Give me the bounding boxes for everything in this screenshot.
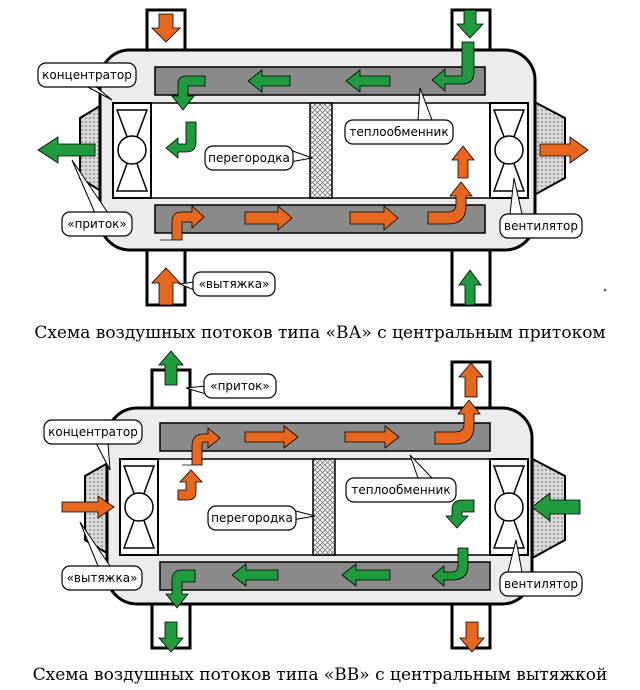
diagram-bb: «приток» концентратор теплообменник пере… bbox=[33, 350, 608, 685]
label-exhaust: «вытяжка» bbox=[199, 277, 270, 291]
arrow-top-bend-warm bbox=[182, 427, 221, 466]
label-partition: перегородка bbox=[211, 511, 293, 525]
label-concentrator: концентратор bbox=[42, 68, 132, 82]
label-partition: перегородка bbox=[208, 151, 290, 165]
arrow-up-warm-bottom bbox=[151, 267, 181, 306]
label-inflow: «приток» bbox=[67, 217, 127, 231]
callout-fan: вентилятор bbox=[499, 177, 583, 239]
label-fan: вентилятор bbox=[504, 219, 578, 233]
fan-right bbox=[489, 458, 529, 556]
arrow-right-warm-1 bbox=[244, 425, 299, 449]
arrow-top-bend-cold bbox=[431, 41, 475, 92]
arrow-left-cold-2 bbox=[231, 563, 279, 587]
arrow-in-right-cold bbox=[531, 492, 581, 522]
callout-inflow: «приток» bbox=[61, 159, 133, 237]
arrow-inner-curve-cold bbox=[445, 499, 475, 529]
arrow-down-cold bbox=[456, 9, 484, 39]
label-concentrator: концентратор bbox=[48, 425, 138, 439]
arrow-left-cold-2 bbox=[247, 69, 291, 93]
channel-top bbox=[154, 66, 486, 96]
arrow-down-cold-bottom bbox=[158, 621, 184, 653]
partition bbox=[309, 102, 333, 199]
arrow-left-cold-1 bbox=[345, 69, 391, 93]
callout-heat-exchanger: теплообменник bbox=[344, 87, 454, 145]
arrow-inner-up-warm bbox=[177, 469, 203, 501]
arrow-down-warm bbox=[151, 13, 181, 43]
fan-right bbox=[489, 102, 529, 199]
arrow-up-cold-top bbox=[158, 350, 184, 386]
arrow-up-cold-bottom bbox=[458, 269, 482, 306]
caption-bb: Схема воздушных потоков типа «ВВ» с цент… bbox=[33, 665, 608, 685]
arrow-right-warm-2 bbox=[344, 425, 400, 449]
callout-exhaust: «вытяжка» bbox=[61, 521, 143, 591]
callout-partition: перегородка bbox=[204, 145, 314, 171]
fan-left bbox=[112, 102, 152, 199]
arrow-right-warm-1 bbox=[244, 205, 293, 231]
arrow-inner-up-warm bbox=[451, 145, 475, 179]
caption-ba: Схема воздушных потоков типа «ВА» с цент… bbox=[34, 323, 605, 343]
arrow-left-down-cold bbox=[165, 569, 196, 609]
arrow-right-warm-2 bbox=[349, 205, 399, 231]
label-heat-exchanger: теплообменник bbox=[351, 483, 450, 497]
arrow-bottom-bend-warm bbox=[160, 205, 205, 241]
arrow-down-warm-bottom bbox=[459, 621, 485, 653]
partition bbox=[312, 458, 336, 556]
callout-inflow: «приток» bbox=[185, 373, 277, 399]
callout-concentrator: концентратор bbox=[43, 419, 143, 471]
label-inflow: «приток» bbox=[210, 379, 270, 393]
arrow-right-up-warm bbox=[427, 181, 473, 225]
callout-heat-exchanger: теплообменник bbox=[345, 454, 457, 503]
label-heat-exchanger: теплообменник bbox=[349, 125, 448, 139]
fan-left bbox=[119, 458, 159, 556]
arrow-out-right-warm bbox=[539, 136, 589, 164]
arrow-left-down-cold bbox=[171, 75, 206, 111]
callout-partition: перегородка bbox=[207, 505, 316, 531]
label-fan: вентилятор bbox=[504, 577, 578, 591]
arrow-inner-curve-cold bbox=[165, 121, 197, 159]
arrow-left-cold-1 bbox=[341, 563, 391, 587]
arrow-in-left-warm bbox=[61, 495, 115, 519]
callout-exhaust: «вытяжка» bbox=[178, 271, 276, 297]
arrow-right-up-warm bbox=[434, 399, 481, 445]
arrow-out-left-cold bbox=[37, 136, 96, 164]
callout-concentrator: концентратор bbox=[37, 62, 137, 101]
arrow-up-warm-top bbox=[458, 362, 484, 398]
arrow-bottom-bend-cold bbox=[431, 547, 469, 587]
label-exhaust: «вытяжка» bbox=[67, 571, 138, 585]
callout-fan: вентилятор bbox=[499, 539, 583, 597]
diagram-ba: концентратор теплообменник перегородка «… bbox=[34, 8, 607, 343]
